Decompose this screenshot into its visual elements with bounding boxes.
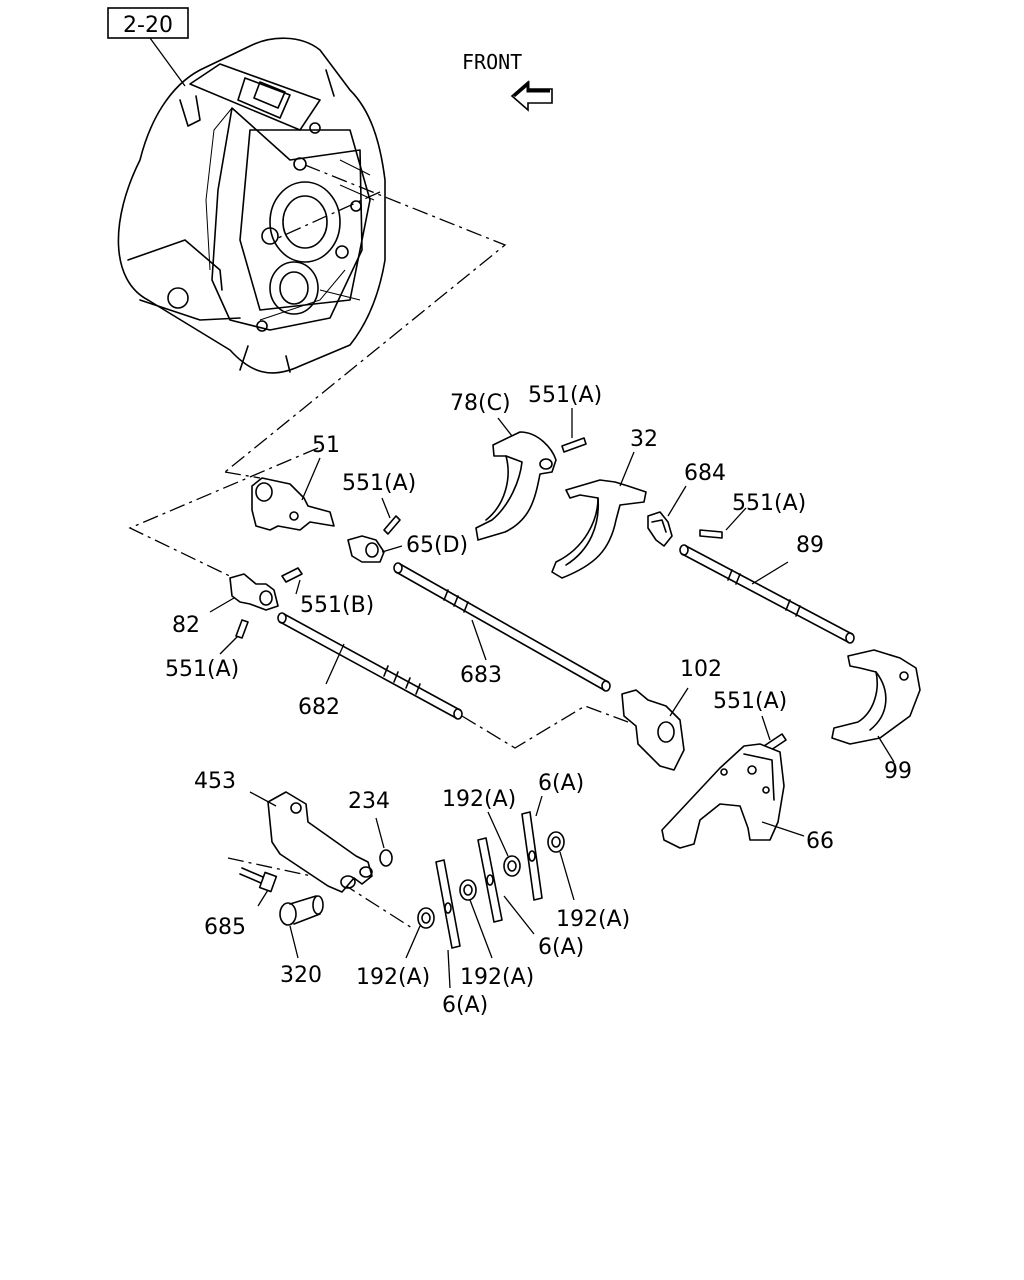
part-551a-pin-left[interactable] (235, 619, 249, 639)
part-551a-pin-right[interactable] (699, 529, 723, 539)
part-192a-washer-4[interactable] (547, 831, 565, 853)
part-6a-lever-2[interactable] (477, 837, 503, 923)
part-683-shift-rail[interactable] (393, 562, 611, 692)
callout-6a-mid[interactable]: 6(A) (538, 935, 584, 960)
part-66-shift-plate[interactable] (661, 743, 785, 849)
callout-192a-bottom-mid[interactable]: 192(A) (460, 965, 534, 990)
callout-6a-bottom[interactable]: 6(A) (442, 993, 488, 1018)
callout-453[interactable]: 453 (194, 769, 236, 794)
callout-551b[interactable]: 551(B) (300, 593, 374, 618)
callout-551a-mid[interactable]: 551(A) (342, 471, 416, 496)
part-32-shift-fork[interactable] (551, 479, 647, 579)
callout-682[interactable]: 682 (298, 695, 340, 720)
leader-lines (209, 408, 895, 989)
callout-89[interactable]: 89 (796, 533, 824, 558)
callout-65d[interactable]: 65(D) (406, 533, 468, 558)
part-682-shift-rail[interactable] (277, 612, 463, 720)
part-65d-shift-block[interactable] (347, 535, 385, 563)
callout-551a-lower[interactable]: 551(A) (713, 689, 787, 714)
callout-685[interactable]: 685 (204, 915, 246, 940)
part-453-bracket[interactable] (267, 791, 373, 893)
reference-box-label: 2-20 (123, 13, 173, 38)
part-551a-pin-mid[interactable] (383, 515, 401, 535)
part-192a-washer-3[interactable] (503, 855, 521, 877)
part-320-pin[interactable] (279, 895, 324, 926)
callout-551a-top[interactable]: 551(A) (528, 383, 602, 408)
front-direction-label: FRONT (462, 50, 522, 74)
part-99-shift-fork[interactable] (831, 649, 921, 745)
callout-32[interactable]: 32 (630, 427, 658, 452)
callout-192a-bottom-left[interactable]: 192(A) (356, 965, 430, 990)
part-685-bolt[interactable] (239, 867, 278, 893)
part-234-snap-ring[interactable] (379, 849, 393, 867)
front-arrow-icon (510, 80, 553, 112)
part-551b-pin[interactable] (281, 567, 303, 583)
part-102-shift-block[interactable] (621, 689, 685, 771)
callout-551a-right[interactable]: 551(A) (732, 491, 806, 516)
callout-551a-left[interactable]: 551(A) (165, 657, 239, 682)
part-51-shift-block[interactable] (251, 477, 335, 531)
callout-102[interactable]: 102 (680, 657, 722, 682)
callout-66[interactable]: 66 (806, 829, 834, 854)
callout-192a-top[interactable]: 192(A) (442, 787, 516, 812)
callout-51[interactable]: 51 (312, 433, 340, 458)
callout-192a-right[interactable]: 192(A) (556, 907, 630, 932)
transmission-housing[interactable] (117, 37, 386, 374)
callout-82[interactable]: 82 (172, 613, 200, 638)
callout-684[interactable]: 684 (684, 461, 726, 486)
callout-6a-top[interactable]: 6(A) (538, 771, 584, 796)
part-192a-washer-1[interactable] (417, 907, 435, 929)
reference-box[interactable]: 2-20 (107, 7, 189, 39)
part-6a-lever-1[interactable] (435, 859, 461, 949)
callout-99[interactable]: 99 (884, 759, 912, 784)
callout-320[interactable]: 320 (280, 963, 322, 988)
callout-234[interactable]: 234 (348, 789, 390, 814)
callout-78c[interactable]: 78(C) (450, 391, 511, 416)
part-6a-lever-3[interactable] (521, 811, 543, 901)
part-82-shift-block[interactable] (229, 573, 279, 611)
part-551a-pin-top[interactable] (561, 437, 587, 453)
part-89-shift-rail[interactable] (679, 544, 855, 644)
part-192a-washer-2[interactable] (459, 879, 477, 901)
part-684-interlock[interactable] (647, 511, 673, 547)
callout-683[interactable]: 683 (460, 663, 502, 688)
part-78c-shift-fork[interactable] (475, 431, 557, 541)
